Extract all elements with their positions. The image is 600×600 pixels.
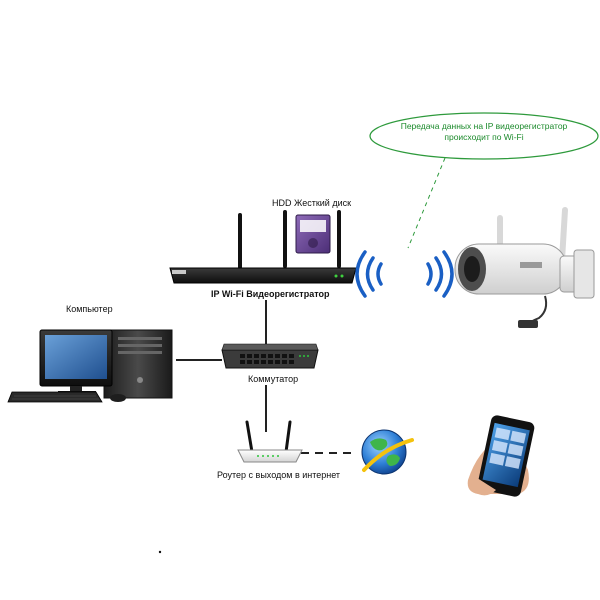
nvr-label: IP Wi-Fi Видеорегистратор: [211, 289, 330, 299]
wifi-waves-icon: [355, 250, 454, 298]
cables: [176, 300, 355, 454]
nvr-icon: [169, 210, 357, 284]
callout-pointer-dashed-line: [407, 157, 446, 249]
internet-globe-icon: [361, 429, 414, 475]
smartphone-icon: [467, 415, 535, 497]
switch-label: Коммутатор: [248, 374, 299, 384]
callout-bubble: [369, 112, 599, 160]
callout-line-1: Передача данных на IP видеорегистратор: [400, 121, 568, 131]
ip-camera-icon: [454, 207, 595, 328]
router-label: Роутер с выходом в интернет: [217, 470, 341, 480]
router-icon: [237, 420, 303, 463]
computer-label: Компьютер: [66, 304, 113, 314]
monitor-icon: [39, 329, 113, 395]
stray-dot: [158, 550, 162, 554]
switch-ports: [240, 354, 294, 364]
callout-line-2: происходит по Wi-Fi: [444, 132, 524, 142]
hdd-icon: [295, 214, 331, 254]
hdd-label: HDD Жесткий диск: [272, 198, 352, 208]
computer-icon: [7, 329, 173, 403]
callout-text: Передача данных на IP видеорегистратор п…: [378, 121, 590, 143]
switch-icon: [221, 343, 319, 369]
